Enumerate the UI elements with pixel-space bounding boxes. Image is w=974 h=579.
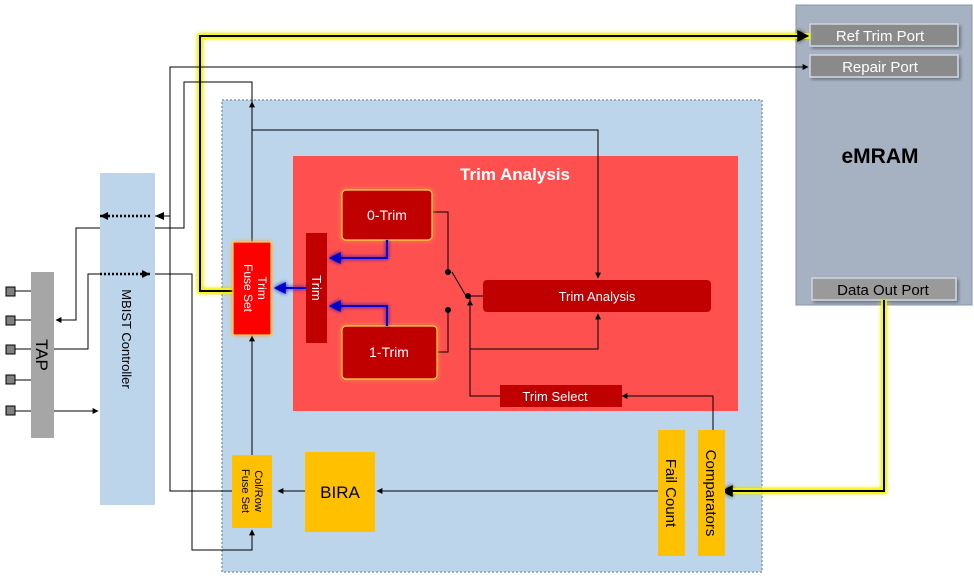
zero-trim-label: 0-Trim: [367, 207, 407, 223]
bira-label: BIRA: [320, 483, 360, 502]
colrow-fuse-line2: Fuse Set: [239, 469, 251, 513]
repair-port: Repair Port: [809, 54, 959, 78]
ref-trim-port: Ref Trim Port: [809, 23, 959, 47]
one-trim-label: 1-Trim: [369, 344, 409, 360]
switch-dots: [445, 269, 471, 313]
mbist-controller-label: MBIST Controller: [119, 289, 134, 389]
trim-select-block: Trim Select: [500, 385, 622, 407]
trim-select-label: Trim Select: [522, 389, 588, 404]
trim-mux-label: Trim: [309, 275, 324, 301]
tap-label: TAP: [32, 339, 51, 371]
ref-trim-port-label: Ref Trim Port: [836, 28, 925, 45]
mbist-controller: MBIST Controller: [100, 173, 155, 505]
mbist-dotted-arrows: [100, 212, 164, 278]
emram-block: eMRAM: [795, 4, 973, 306]
trim-mux-block: Trim: [306, 233, 327, 343]
one-trim-block: 1-Trim: [341, 325, 438, 380]
comparators-label: Comparators: [702, 450, 719, 537]
trim-fuse-set-block: Trim Fuse Set: [232, 241, 272, 336]
zero-trim-block: 0-Trim: [341, 189, 433, 241]
fail-count-block: Fail Count: [658, 430, 685, 556]
tap-block: TAP: [31, 272, 54, 438]
tap-pins: [5, 286, 31, 416]
trim-fuse-line1: Trim: [255, 276, 269, 300]
repair-port-label: Repair Port: [842, 59, 919, 76]
fail-count-label: Fail Count: [662, 459, 679, 528]
emram-label: eMRAM: [842, 145, 919, 168]
colrow-fuse-line1: Col/Row: [252, 470, 264, 512]
bira-block: BIRA: [305, 452, 375, 532]
colrow-fuse-set-block: Col/Row Fuse Set: [232, 455, 272, 528]
data-out-port-label: Data Out Port: [837, 282, 930, 299]
trim-analysis-block-label: Trim Analysis: [559, 289, 636, 304]
data-out-highlight-path: [720, 300, 887, 497]
trim-fuse-line2: Fuse Set: [241, 264, 255, 313]
ref-trim-highlight-path: [197, 30, 810, 294]
trim-analysis-block: Trim Analysis: [483, 280, 711, 312]
comparators-block: Comparators: [698, 430, 725, 556]
trim-analysis-title: Trim Analysis: [460, 165, 570, 184]
blue-arrows: [273, 240, 388, 326]
data-out-port: Data Out Port: [811, 277, 957, 301]
